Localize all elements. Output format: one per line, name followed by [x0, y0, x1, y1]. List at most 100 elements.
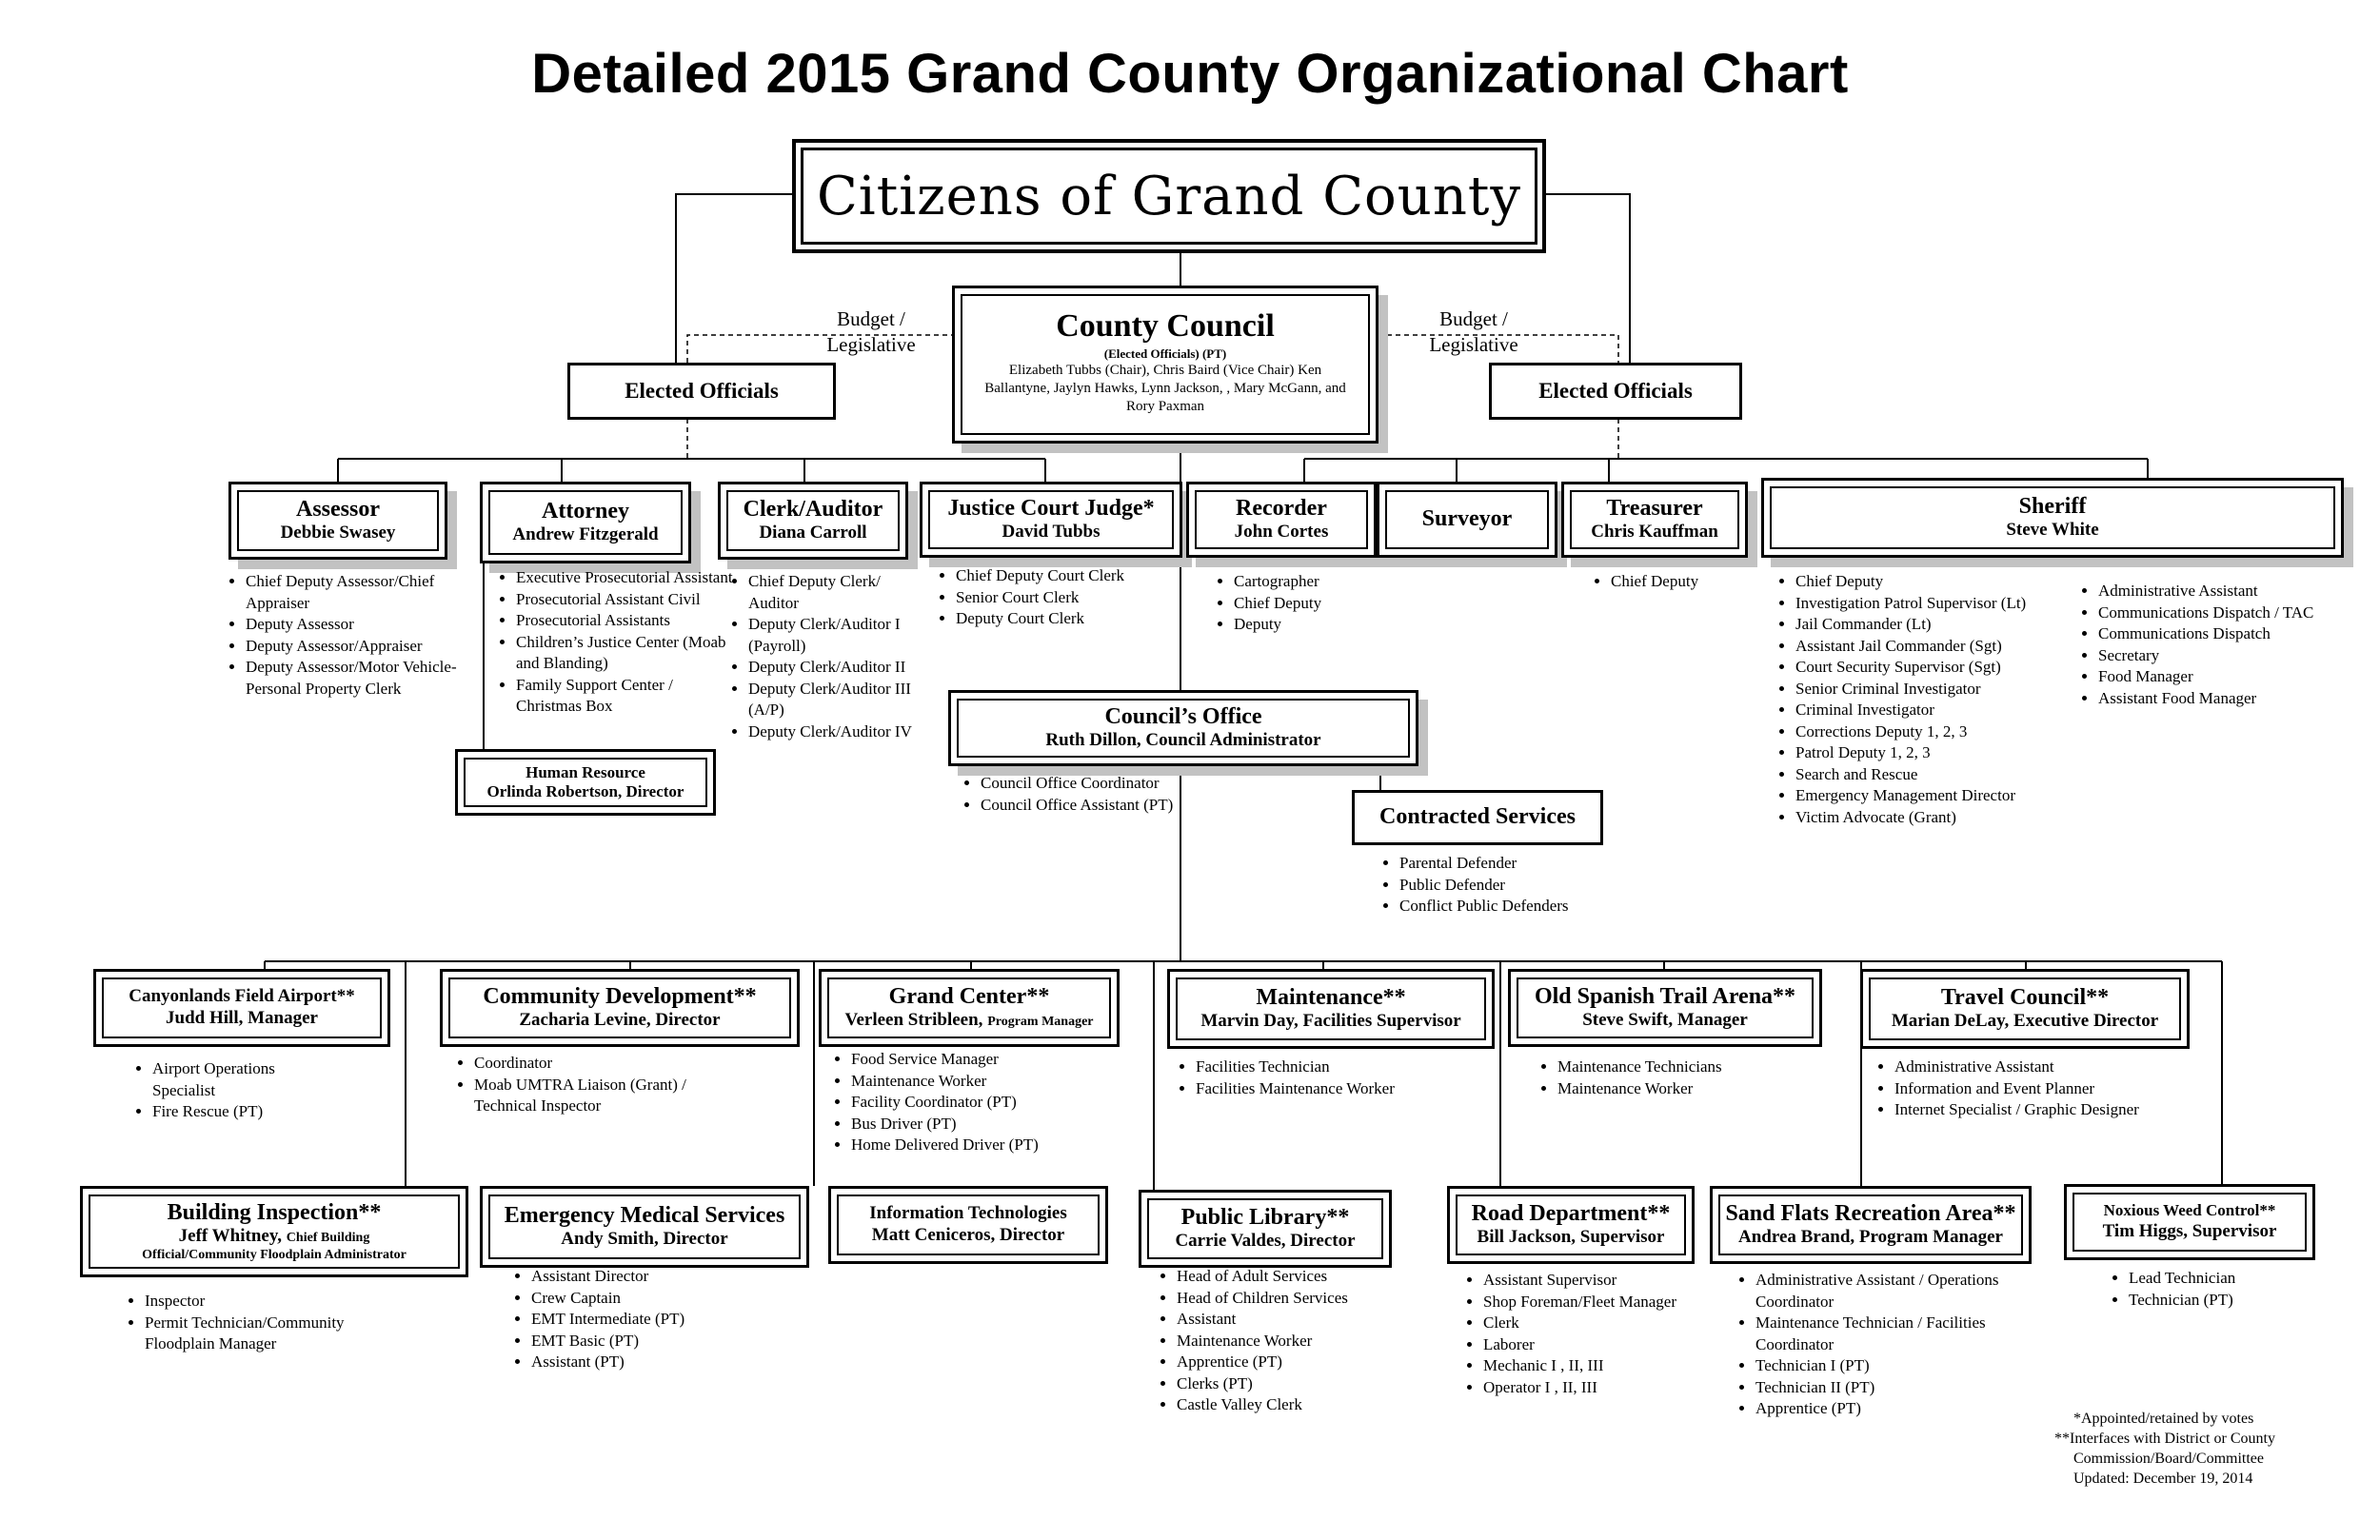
- community-development-box: Community Development** Zacharia Levine,…: [440, 969, 800, 1047]
- sheriff-title: Sheriff: [2018, 493, 2087, 519]
- sand-flats-title: Sand Flats Recreation Area**: [1725, 1200, 2016, 1226]
- attorney-box: Attorney Andrew Fitzgerald: [480, 482, 691, 563]
- grand-center-box: Grand Center** Verleen Stribleen, Progra…: [819, 969, 1120, 1047]
- list-item: Assistant Jail Commander (Sgt): [1795, 636, 2085, 658]
- councils-office-list: Council Office Coordinator Council Offic…: [956, 773, 1194, 816]
- list-item: Assistant Supervisor: [1483, 1270, 1706, 1292]
- noxious-weed-name: Tim Higgs, Supervisor: [2102, 1220, 2277, 1241]
- list-item: Patrol Deputy 1, 2, 3: [1795, 742, 2085, 764]
- list-item: Laborer: [1483, 1334, 1706, 1356]
- list-item: Maintenance Technicians: [1557, 1056, 1780, 1078]
- list-item: Head of Adult Services: [1177, 1266, 1399, 1288]
- maintenance-name: Marvin Day, Facilities Supervisor: [1200, 1011, 1461, 1032]
- list-item: Maintenance Worker: [1557, 1078, 1780, 1100]
- council-title: County Council: [1056, 308, 1275, 344]
- contracted-services-box: Contracted Services: [1352, 790, 1603, 845]
- maintenance-title: Maintenance**: [1256, 984, 1406, 1010]
- list-item: Communications Dispatch / TAC: [2098, 602, 2350, 624]
- assessor-box: Assessor Debbie Swasey: [228, 482, 447, 560]
- list-item: Chief Deputy: [1795, 571, 2085, 593]
- justice-court-name: David Tubbs: [1002, 522, 1101, 543]
- maintenance-box: Maintenance** Marvin Day, Facilities Sup…: [1167, 969, 1495, 1049]
- community-development-name: Zacharia Levine, Director: [519, 1010, 721, 1031]
- maintenance-list: Facilities Technician Facilities Mainten…: [1171, 1056, 1457, 1099]
- recorder-title: Recorder: [1236, 495, 1327, 521]
- community-development-list: Coordinator Moab UMTRA Liaison (Grant) /…: [449, 1053, 735, 1117]
- recorder-name: John Cortes: [1234, 522, 1329, 543]
- list-item: Administrative Assistant / Operations Co…: [1755, 1270, 2037, 1313]
- list-item: Victim Advocate (Grant): [1795, 807, 2085, 829]
- list-item: Communications Dispatch: [2098, 623, 2350, 645]
- list-item: Apprentice (PT): [1177, 1352, 1399, 1373]
- list-item: Chief Deputy: [1611, 571, 1748, 593]
- airport-list: Airport Operations Specialist Fire Rescu…: [128, 1058, 318, 1123]
- elected-officials-right: Elected Officials: [1489, 363, 1742, 420]
- ems-box: Emergency Medical Services Andy Smith, D…: [480, 1186, 809, 1268]
- county-council-box: County Council (Elected Officials) (PT) …: [952, 286, 1378, 444]
- building-inspection-person: Jeff Whitney,: [178, 1226, 283, 1247]
- contracted-services-title: Contracted Services: [1379, 804, 1576, 830]
- list-item: Cartographer: [1234, 571, 1371, 593]
- public-library-list: Head of Adult Services Head of Children …: [1152, 1266, 1399, 1416]
- list-item: Council Office Assistant (PT): [981, 795, 1194, 817]
- list-item: Chief Deputy Assessor/Chief Appraiser: [246, 571, 466, 614]
- list-item: Information and Event Planner: [1894, 1078, 2174, 1100]
- list-item: Deputy Clerk/Auditor IV: [748, 721, 933, 743]
- old-spanish-trail-list: Maintenance Technicians Maintenance Work…: [1533, 1056, 1780, 1099]
- list-item: Coordinator: [474, 1053, 735, 1075]
- list-item: Permit Technician/Community Floodplain M…: [145, 1313, 406, 1355]
- building-inspection-role-2: Official/Community Floodplain Administra…: [142, 1248, 407, 1263]
- budget-text: Budget /: [837, 307, 905, 330]
- contracted-services-list: Parental Defender Public Defender Confli…: [1375, 853, 1622, 918]
- list-item: Home Delivered Driver (PT): [851, 1135, 1112, 1156]
- list-item: Operator I , II, III: [1483, 1377, 1706, 1399]
- footnote-commission: Commission/Board/Committee: [2073, 1451, 2264, 1467]
- list-item: Criminal Investigator: [1795, 700, 2085, 721]
- list-item: Food Manager: [2098, 666, 2350, 688]
- list-item: Assistant (PT): [531, 1352, 754, 1373]
- list-item: Prosecutorial Assistants: [516, 610, 735, 632]
- list-item: Fire Rescue (PT): [152, 1101, 318, 1123]
- grand-center-name: Verleen Stribleen, Program Manager: [822, 1010, 1117, 1032]
- list-item: Deputy Clerk/Auditor III (A/P): [748, 679, 933, 721]
- list-item: Court Security Supervisor (Sgt): [1795, 657, 2085, 679]
- list-item: Deputy Court Clerk: [956, 608, 1179, 630]
- list-item: Inspector: [145, 1291, 406, 1313]
- list-item: Lead Technician: [2129, 1268, 2313, 1290]
- building-inspection-box: Building Inspection** Jeff Whitney, Chie…: [80, 1186, 468, 1277]
- building-inspection-list: Inspector Permit Technician/Community Fl…: [120, 1291, 406, 1355]
- list-item: Assistant: [1177, 1309, 1399, 1331]
- road-department-title: Road Department**: [1471, 1200, 1671, 1226]
- footnotes: *Appointed/retained by votes **Interface…: [2054, 1409, 2340, 1489]
- information-technologies-box: Information Technologies Matt Ceniceros,…: [828, 1186, 1108, 1264]
- noxious-weed-title: Noxious Weed Control**: [2103, 1201, 2276, 1220]
- list-item: Deputy Assessor/Motor Vehicle-Personal P…: [246, 657, 466, 700]
- human-resource-title: Human Resource: [526, 762, 645, 781]
- list-item: Food Service Manager: [851, 1049, 1112, 1071]
- list-item: Deputy Assessor/Appraiser: [246, 636, 466, 658]
- citizens-label: Citizens of Grand County: [816, 165, 1522, 227]
- sheriff-list-2: Administrative Assistant Communications …: [2073, 581, 2350, 709]
- list-item: Family Support Center / Christmas Box: [516, 675, 735, 718]
- old-spanish-trail-box: Old Spanish Trail Arena** Steve Swift, M…: [1508, 969, 1822, 1047]
- footnote-appointed: *Appointed/retained by votes: [2073, 1411, 2254, 1427]
- sheriff-list: Chief Deputy Investigation Patrol Superv…: [1771, 571, 2085, 828]
- building-inspection-role: Chief Building: [286, 1231, 370, 1246]
- list-item: Senior Court Clerk: [956, 587, 1179, 609]
- list-item: Technician (PT): [2129, 1290, 2313, 1312]
- list-item: Administrative Assistant: [1894, 1056, 2174, 1078]
- list-item: EMT Intermediate (PT): [531, 1309, 754, 1331]
- justice-court-list: Chief Deputy Court Clerk Senior Court Cl…: [931, 565, 1179, 630]
- road-department-box: Road Department** Bill Jackson, Supervis…: [1447, 1186, 1695, 1264]
- public-library-title: Public Library**: [1180, 1204, 1350, 1230]
- list-item: Facilities Maintenance Worker: [1196, 1078, 1457, 1100]
- treasurer-list: Chief Deputy: [1586, 571, 1748, 593]
- list-item: Maintenance Worker: [851, 1071, 1112, 1093]
- assessor-name: Debbie Swasey: [280, 523, 396, 543]
- clerk-auditor-box: Clerk/Auditor Diana Carroll: [718, 482, 908, 560]
- list-item: Airport Operations Specialist: [152, 1058, 318, 1101]
- list-item: Conflict Public Defenders: [1399, 896, 1622, 918]
- public-library-name: Carrie Valdes, Director: [1175, 1231, 1356, 1252]
- list-item: Prosecutorial Assistant Civil: [516, 589, 735, 611]
